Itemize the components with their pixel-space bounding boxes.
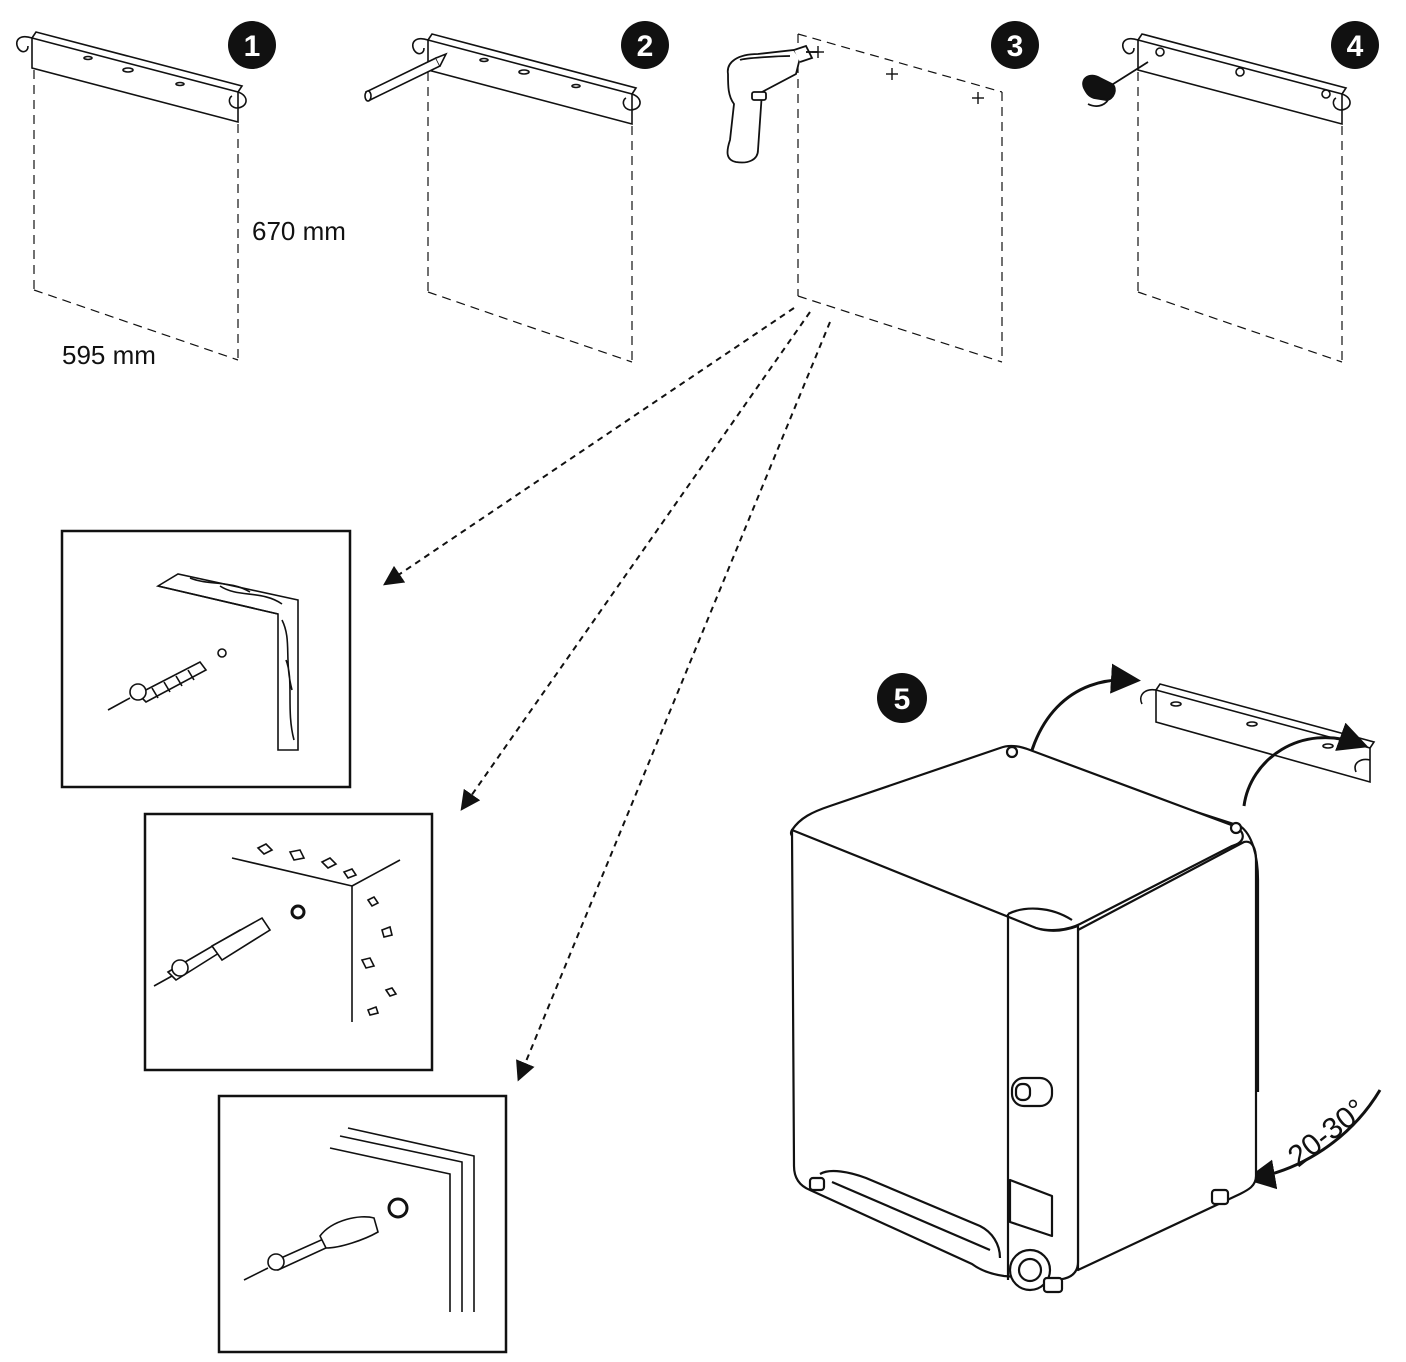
width-label: 595 mm (62, 340, 156, 370)
step-3-badge: 3 (991, 21, 1039, 69)
outline-dashed (1137, 72, 1343, 363)
inset-wood-wall (60, 529, 352, 789)
svg-text:4: 4 (1347, 30, 1364, 63)
outline-dashed (797, 33, 1003, 363)
dryer-appliance (789, 744, 1260, 1294)
step-2-badge: 2 (621, 21, 669, 69)
angle-label: 20-30° (1282, 1093, 1372, 1174)
screwdriver-icon (1082, 61, 1149, 107)
svg-text:1: 1 (244, 30, 261, 63)
step-2: 2 (364, 21, 669, 363)
drill-icon (726, 44, 818, 164)
guide-arrows (383, 307, 831, 1082)
wall-bracket (1140, 683, 1376, 784)
outline-dashed (427, 72, 633, 363)
step-5: 5 (789, 663, 1382, 1294)
svg-text:3: 3 (1007, 30, 1024, 63)
step-1-badge: 1 (228, 21, 276, 69)
inset-plasterboard-wall (217, 1094, 508, 1354)
pencil-icon (364, 52, 448, 102)
step-4-badge: 4 (1331, 21, 1379, 69)
svg-text:5: 5 (894, 683, 911, 716)
step-1: 1 670 mm 595 mm (16, 21, 346, 370)
drill-marks (812, 46, 984, 104)
step-3: 3 (383, 21, 1039, 1082)
outline-dashed (33, 70, 239, 361)
step-4: 4 (1082, 21, 1379, 363)
inset-stone-wall (143, 812, 434, 1072)
wall-bracket (412, 33, 641, 126)
wall-bracket (16, 31, 247, 124)
wall-bracket (1122, 33, 1351, 126)
step-5-badge: 5 (877, 673, 927, 723)
height-label: 670 mm (252, 216, 346, 246)
svg-text:2: 2 (637, 30, 654, 63)
